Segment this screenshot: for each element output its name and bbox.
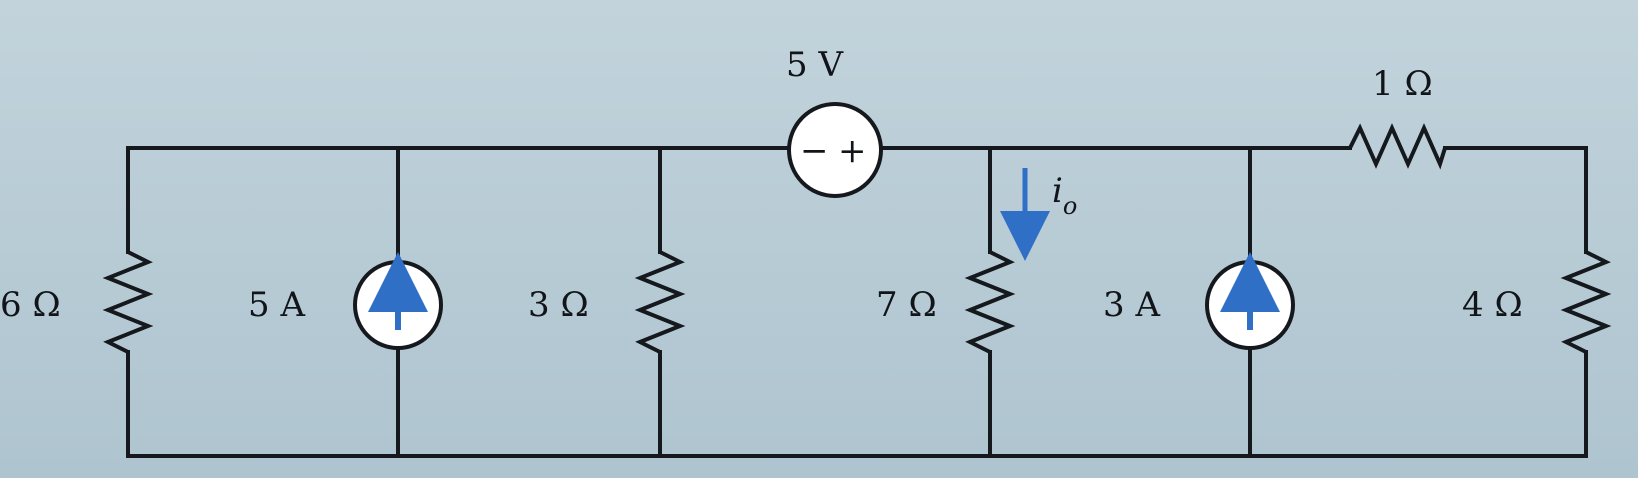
branch-7-ohm: 7 Ω io	[876, 146, 1077, 458]
label-1-ohm: 1 Ω	[1372, 64, 1433, 104]
branch-5-amp-source: 5 A	[248, 146, 443, 458]
plus-sign: +	[838, 131, 867, 171]
label-4-ohm: 4 Ω	[1462, 285, 1523, 325]
voltage-source-5v: − + 5 V	[786, 45, 883, 198]
resistor-3-ohm	[634, 250, 686, 354]
resistor-1-ohm	[1348, 123, 1447, 170]
branch-6-ohm: 6 Ω	[0, 146, 154, 458]
label-3-ohm: 3 Ω	[528, 285, 589, 325]
label-5-amp: 5 A	[248, 285, 305, 325]
label-5-volt: 5 V	[786, 45, 844, 85]
resistor-7-ohm	[964, 250, 1016, 354]
branch-3-ohm: 3 Ω	[528, 146, 686, 458]
voltage-source-icon	[787, 102, 883, 198]
resistor-1-ohm-group: 1 Ω	[1348, 64, 1447, 170]
label-7-ohm: 7 Ω	[876, 285, 937, 325]
resistor-4-ohm	[1560, 250, 1612, 354]
branch-3-amp-source: 3 A	[1103, 146, 1295, 458]
label-io: io	[1052, 171, 1077, 220]
label-6-ohm: 6 Ω	[0, 285, 61, 325]
resistor-6-ohm	[102, 250, 154, 354]
label-3-amp: 3 A	[1103, 285, 1160, 325]
branch-4-ohm: 4 Ω	[1462, 146, 1612, 458]
minus-sign: −	[800, 131, 829, 171]
